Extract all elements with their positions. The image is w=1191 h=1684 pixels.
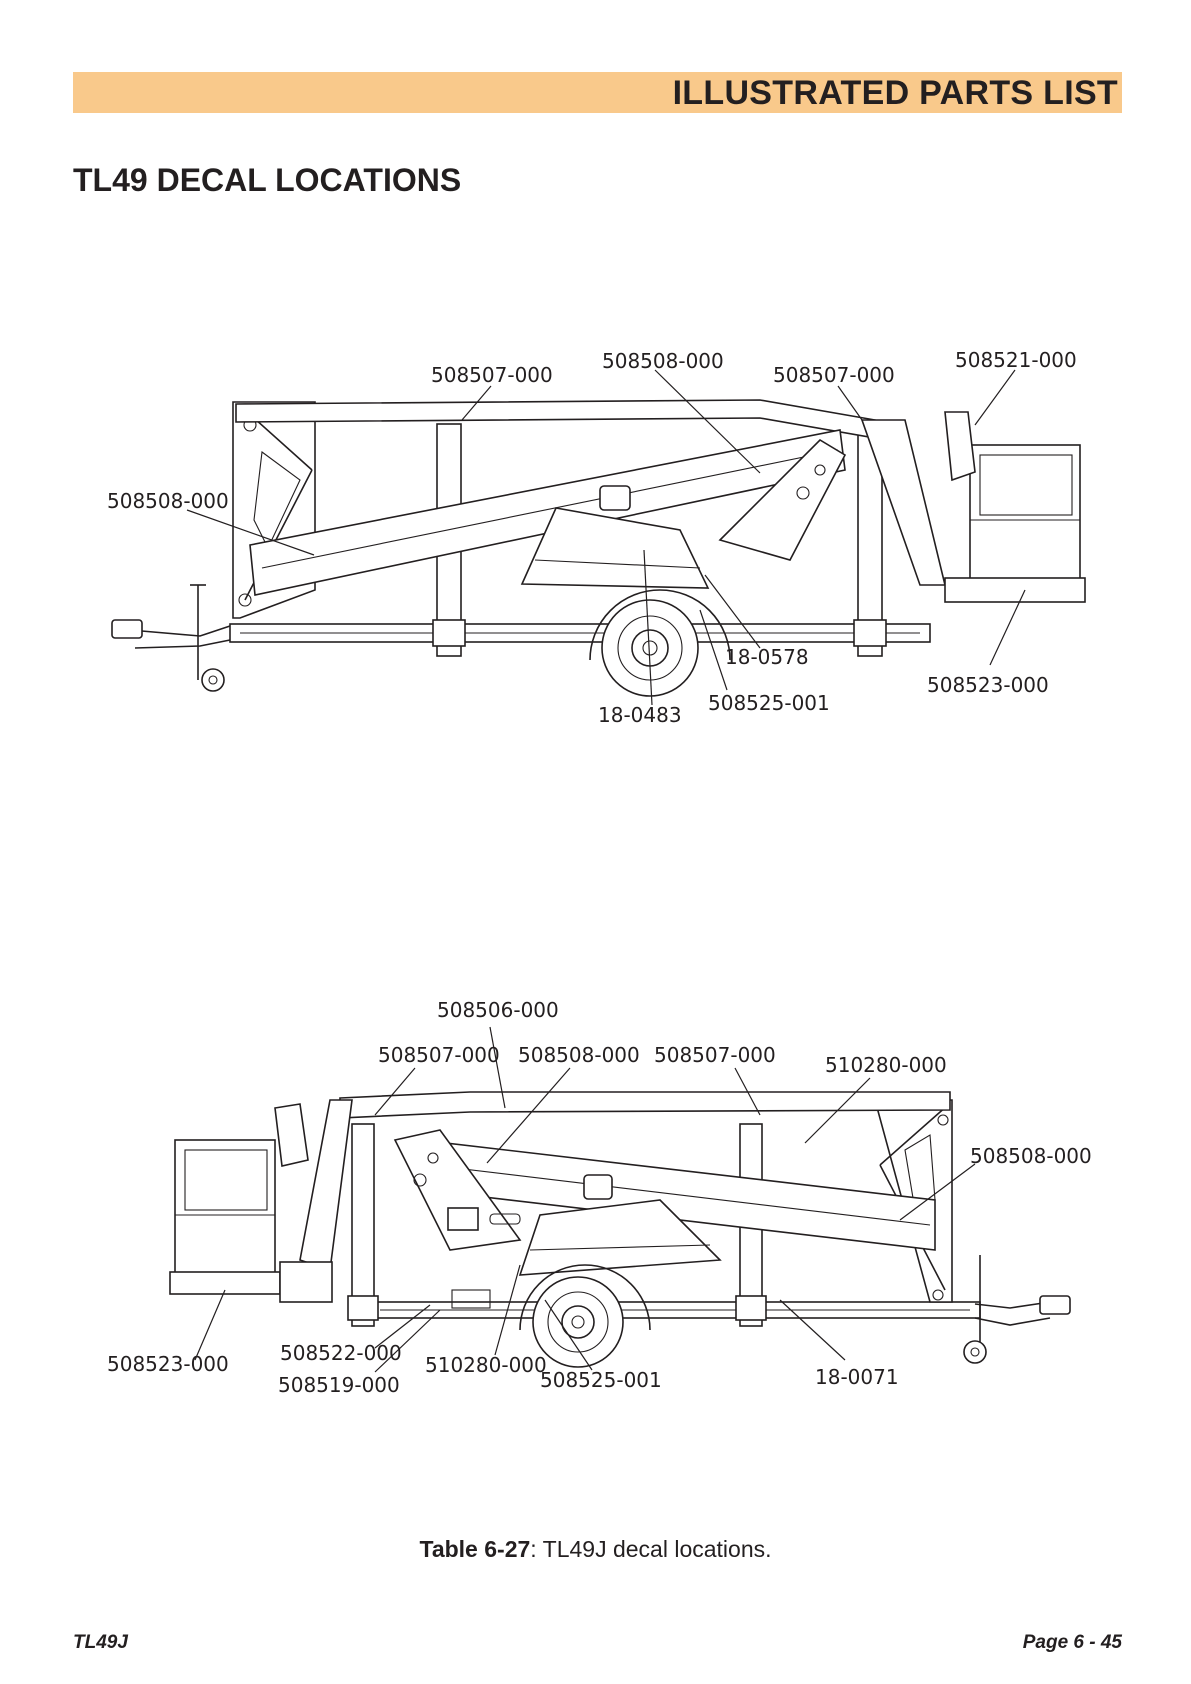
callout-label: 18-0483 [598,703,682,727]
callouts-bottom: 508506-000 508507-000 508508-000 508507-… [107,998,1092,1397]
callout-label: 508508-000 [518,1043,640,1067]
callout-label: 508525-001 [708,691,830,715]
callout-label: 508508-000 [602,349,724,373]
footer-page-number: Page 6 - 45 [1022,1632,1122,1653]
lift-drawing-top [111,399,1086,697]
callout-label: 18-0071 [815,1365,899,1389]
leader-lines-top [186,369,1026,706]
callout-label: 508525-001 [540,1368,662,1392]
page-title: TL49 DECAL LOCATIONS [73,162,462,198]
callout-label: 18-0578 [725,645,809,669]
callout-label: 508507-000 [431,363,553,387]
table-caption: Table 6-27: TL49J decal locations. [0,1536,1191,1563]
footer-model: TL49J [73,1632,128,1653]
header-bar: ILLUSTRATED PARTS LIST [73,72,1122,113]
callout-label: 508521-000 [955,348,1077,372]
section-title: ILLUSTRATED PARTS LIST [672,74,1118,112]
callout-label: 508523-000 [107,1352,229,1376]
callout-label: 508507-000 [773,363,895,387]
callout-label: 508522-000 [280,1341,402,1365]
callout-label: 508506-000 [437,998,559,1022]
callouts-top: 508507-000 508508-000 508507-000 508521-… [107,348,1077,727]
callout-label: 508523-000 [927,673,1049,697]
callout-label: 508507-000 [378,1043,500,1067]
caption-label: Table 6-27 [419,1536,531,1562]
lift-drawing-bottom [169,1091,1071,1368]
callout-label: 508508-000 [970,1144,1092,1168]
callout-label: 510280-000 [825,1053,947,1077]
callout-label: 508519-000 [278,1373,400,1397]
callout-label: 508508-000 [107,489,229,513]
callout-label: 510280-000 [425,1353,547,1377]
caption-text: : TL49J decal locations. [530,1536,772,1562]
leader-lines-bottom [194,1026,976,1373]
callout-label: 508507-000 [654,1043,776,1067]
